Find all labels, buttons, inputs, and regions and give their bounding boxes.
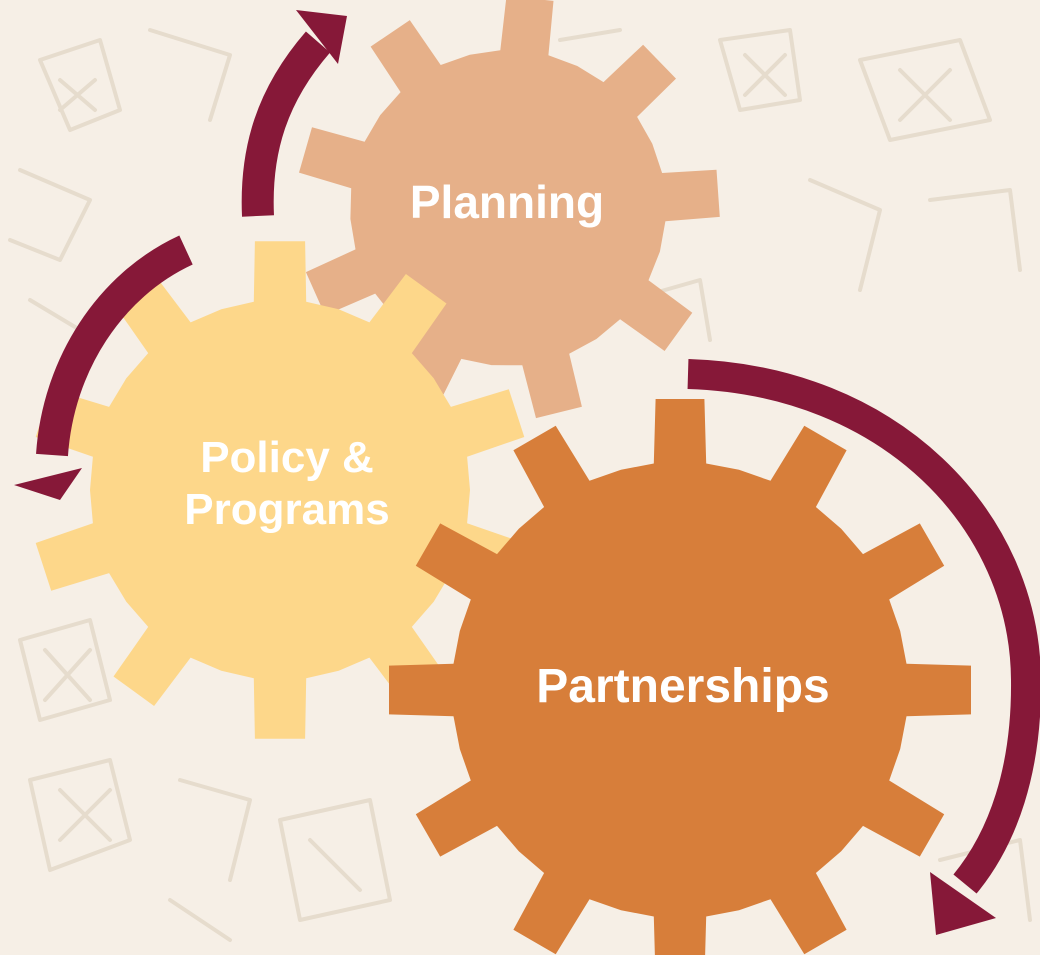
partnerships-gear: Partnerships <box>389 399 971 955</box>
arrow-to-planning <box>241 31 331 217</box>
arrow-around-partnerships-head <box>930 872 996 935</box>
arrow-to-policy-head <box>14 468 82 500</box>
partnerships-label: Partnerships <box>536 660 829 713</box>
arrow-around-partnerships <box>687 359 1040 894</box>
policy-label-line1: Policy & <box>200 433 374 482</box>
cycle-arrows <box>14 10 1040 935</box>
policy-label-line2: Programs <box>184 485 389 534</box>
planning-label: Planning <box>410 176 604 228</box>
arrow-to-planning-head <box>296 10 347 64</box>
arrow-to-policy <box>36 235 193 457</box>
partnerships-gear-shape <box>389 399 971 955</box>
policy-programs-gear-shape <box>35 241 525 739</box>
policy-programs-gear: Policy & Programs <box>35 241 525 739</box>
background-pattern <box>8 28 1032 942</box>
